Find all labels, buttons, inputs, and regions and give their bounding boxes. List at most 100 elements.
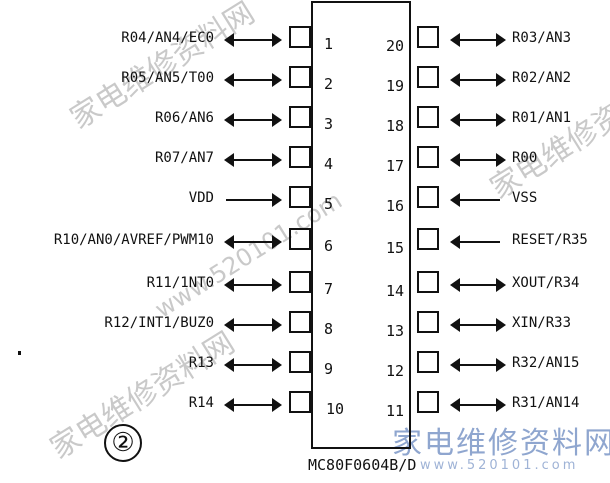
pin-pad-right-19 — [417, 66, 439, 88]
pin-label-14: XOUT/R34 — [512, 275, 580, 291]
pin-number-20: 20 — [386, 37, 405, 55]
pin-number-3: 3 — [324, 115, 334, 133]
pin-label-11: R31/AN14 — [512, 395, 580, 411]
figure-number: ② — [104, 424, 142, 462]
pin-label-2: R05/AN5/T00 — [121, 70, 214, 86]
pin-label-10: R14 — [188, 395, 214, 411]
pin-label-3: R06/AN6 — [154, 110, 214, 126]
pin-label-1: R04/AN4/EC0 — [121, 30, 214, 46]
arrow-head-right-out-13 — [496, 318, 506, 332]
arrow-head-right-in-11 — [450, 398, 460, 412]
pin-label-18: R01/AN1 — [512, 110, 572, 126]
arrow-head-left-in-3 — [272, 113, 282, 127]
pin-label-6: R10/AN0/AVREF/PWM10 — [53, 232, 214, 248]
pin-pad-left-3 — [289, 106, 311, 128]
arrow-head-left-out-9 — [224, 358, 234, 372]
pin-pad-right-11 — [417, 391, 439, 413]
pin-number-18: 18 — [386, 117, 405, 135]
pin-number-17: 17 — [386, 157, 405, 175]
arrow-head-right-out-18 — [496, 113, 506, 127]
pin-pad-right-15 — [417, 228, 439, 250]
pin-number-10: 10 — [326, 400, 345, 418]
pin-number-9: 9 — [324, 360, 334, 378]
arrow-head-left-out-6 — [224, 235, 234, 249]
arrow-head-left-in-4 — [272, 153, 282, 167]
arrow-head-right-out-19 — [496, 73, 506, 87]
pin-pad-left-7 — [289, 271, 311, 293]
pin-number-14: 14 — [386, 282, 405, 300]
arrow-head-right-out-12 — [496, 358, 506, 372]
pin-pad-left-5 — [289, 186, 311, 208]
scan-speck — [18, 351, 21, 355]
pin-pad-right-20 — [417, 26, 439, 48]
arrow-head-right-in-13 — [450, 318, 460, 332]
pin-number-5: 5 — [324, 195, 334, 213]
pin-label-8: R12/INT1/BUZ0 — [104, 315, 214, 331]
arrow-head-left-out-1 — [224, 33, 234, 47]
arrow-head-left-in-8 — [272, 318, 282, 332]
pin-pad-right-13 — [417, 311, 439, 333]
arrow-head-right-out-20 — [496, 33, 506, 47]
pin-label-15: RESET/R35 — [512, 232, 588, 248]
pin-number-12: 12 — [386, 362, 405, 380]
arrow-head-left-out-2 — [224, 73, 234, 87]
arrow-head-left-out-3 — [224, 113, 234, 127]
arrow-head-right-out-11 — [496, 398, 506, 412]
pin-number-2: 2 — [324, 75, 334, 93]
pin-pad-left-2 — [289, 66, 311, 88]
chip-body — [311, 1, 411, 449]
pin-label-13: XIN/R33 — [512, 315, 572, 331]
arrow-head-right-in-15 — [450, 235, 460, 249]
chip-part-number: MC80F0604B/D — [308, 456, 417, 474]
pin-number-16: 16 — [386, 197, 405, 215]
pin-number-15: 15 — [386, 239, 405, 257]
pin-number-11: 11 — [386, 402, 405, 420]
pin-number-6: 6 — [324, 237, 334, 255]
arrow-head-left-out-8 — [224, 318, 234, 332]
arrow-head-right-in-14 — [450, 278, 460, 292]
arrow-head-left-in-9 — [272, 358, 282, 372]
arrow-head-left-out-7 — [224, 278, 234, 292]
arrow-head-right-in-12 — [450, 358, 460, 372]
pin-label-19: R02/AN2 — [512, 70, 572, 86]
pin-pad-left-8 — [289, 311, 311, 333]
pin-label-16: VSS — [512, 190, 538, 206]
arrow-head-left-in-6 — [272, 235, 282, 249]
arrow-head-right-in-19 — [450, 73, 460, 87]
pin-label-5: VDD — [188, 190, 214, 206]
arrow-head-left-in-7 — [272, 278, 282, 292]
pin-pad-right-16 — [417, 186, 439, 208]
arrow-head-left-in-5 — [272, 193, 282, 207]
arrow-head-right-out-14 — [496, 278, 506, 292]
pin-number-13: 13 — [386, 322, 405, 340]
pin-number-19: 19 — [386, 77, 405, 95]
pin-label-17: R00 — [512, 150, 538, 166]
arrow-head-left-in-10 — [272, 398, 282, 412]
pin-pad-left-1 — [289, 26, 311, 48]
arrow-head-right-out-17 — [496, 153, 506, 167]
pin-pad-left-4 — [289, 146, 311, 168]
arrow-head-right-in-16 — [450, 193, 460, 207]
pin-number-8: 8 — [324, 320, 334, 338]
pin-label-4: R07/AN7 — [154, 150, 214, 166]
arrow-head-right-in-17 — [450, 153, 460, 167]
arrow-head-left-out-4 — [224, 153, 234, 167]
arrow-head-left-out-10 — [224, 398, 234, 412]
pin-label-7: R11/1NT0 — [146, 275, 214, 291]
pin-pad-right-14 — [417, 271, 439, 293]
arrow-head-left-in-2 — [272, 73, 282, 87]
pin-number-7: 7 — [324, 280, 334, 298]
pin-number-1: 1 — [324, 35, 334, 53]
arrow-head-right-in-18 — [450, 113, 460, 127]
pin-pad-right-12 — [417, 351, 439, 373]
pin-pad-right-17 — [417, 146, 439, 168]
pin-pad-left-9 — [289, 351, 311, 373]
pin-label-12: R32/AN15 — [512, 355, 580, 371]
arrow-head-right-in-20 — [450, 33, 460, 47]
pin-number-4: 4 — [324, 155, 334, 173]
pin-label-20: R03/AN3 — [512, 30, 572, 46]
pin-label-9: R13 — [188, 355, 214, 371]
pin-pad-left-6 — [289, 228, 311, 250]
